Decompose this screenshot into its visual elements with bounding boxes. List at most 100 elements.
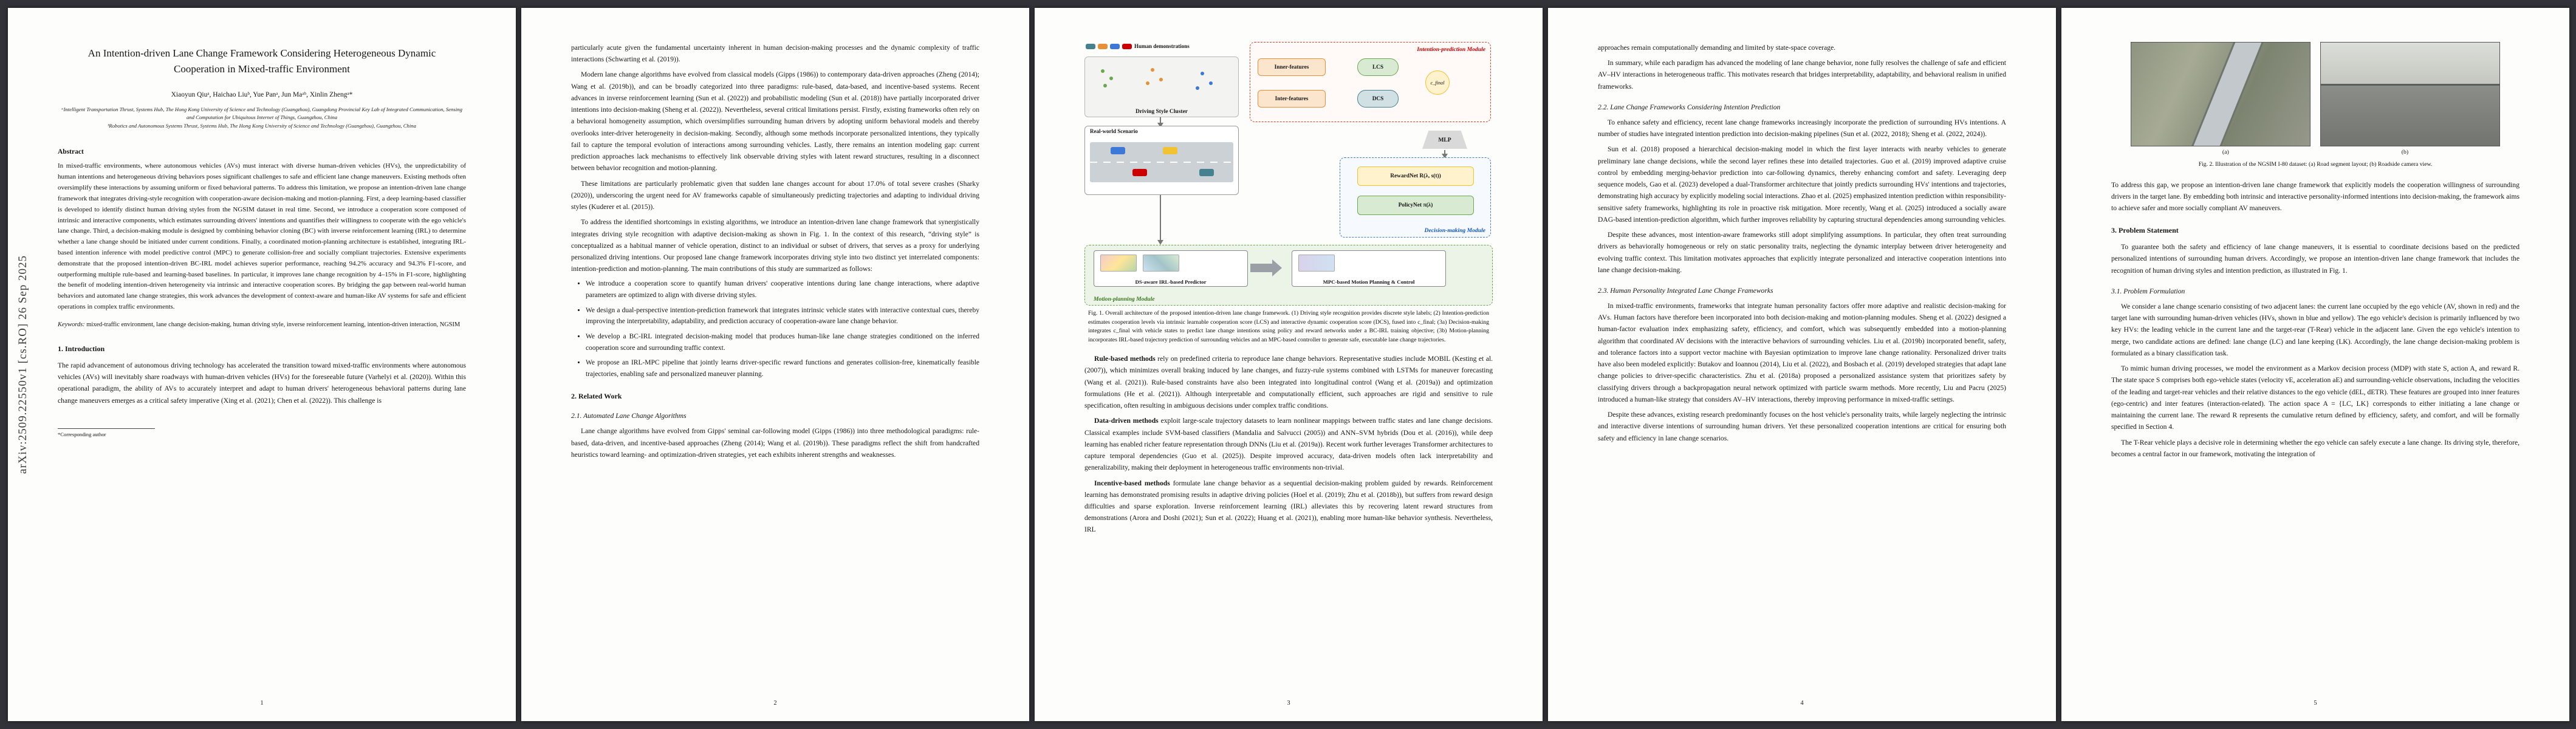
intention-prediction-module: Intention-prediction Module Inner-featur… (1250, 42, 1491, 122)
page-3: Human demonstrations Driving Style Clust… (1035, 8, 1543, 721)
figure-2a-label: (a) (2222, 149, 2229, 156)
mini-heatmap (1100, 255, 1137, 272)
car-icon (1110, 43, 1120, 49)
paragraph: To address this gap, we propose an inten… (2111, 180, 2519, 213)
paragraph: To address the identified shortcomings i… (571, 218, 979, 273)
section-2-2-heading: 2.2. Lane Change Frameworks Considering … (1598, 103, 1781, 111)
figure-2-images (2111, 42, 2519, 146)
page-number-2: 2 (773, 700, 777, 707)
motion-module-label: Motion-planning Module (1094, 296, 1155, 303)
lcs-box: LCS (1357, 58, 1399, 76)
figure-2b-camera-view-image (2320, 42, 2500, 146)
page-5: (a) (b) Fig. 2. Illustration of the NGSI… (2061, 8, 2569, 721)
figure-2-caption: Fig. 2. Illustration of the NGSIM I-80 d… (2198, 161, 2433, 168)
ego-vehicle-icon (1132, 169, 1147, 176)
lead-vehicle-icon (1199, 169, 1214, 176)
human-demonstrations-label: Human demonstrations (1134, 43, 1190, 49)
car-icon (1122, 43, 1132, 49)
human-demonstrations-row: Human demonstrations (1086, 43, 1190, 49)
scatter-dot (1101, 69, 1105, 73)
scatter-dot (1103, 84, 1107, 87)
paragraph: To mimic human driving processes, we mod… (2111, 364, 2519, 431)
figure-2b-label: (b) (2401, 149, 2409, 156)
rewardnet-box: RewardNet R(λ, s(t)) (1357, 166, 1474, 186)
affiliation-b: ᵇRobotics and Autonomous Systems Thrust,… (108, 122, 416, 129)
paragraph: The T-Rear vehicle plays a decisive role… (2111, 438, 2519, 458)
irl-predictor-box: DS-aware IRL-based Predictor (1094, 250, 1248, 287)
mini-heatmap (1143, 255, 1179, 272)
contributions-list: We introduce a cooperation score to quan… (586, 278, 979, 380)
paragraph: Sun et al. (2018) proposed a hierarchica… (1598, 145, 2006, 224)
abstract-text: In mixed-traffic environments, where aut… (58, 162, 467, 311)
paragraph: approaches remain computationally demand… (1598, 44, 1836, 52)
rule-based-text: rely on predefined criteria to reproduce… (1084, 355, 1493, 410)
page-2: particularly acute given the fundamental… (521, 8, 1029, 721)
affiliation-a: ᵃIntelligent Transportation Thrust, Syst… (61, 106, 462, 121)
flow-arrow (1160, 117, 1161, 125)
flow-arrow-head (1157, 240, 1163, 245)
keywords-text: mixed-traffic environment, lane change d… (86, 321, 461, 328)
paragraph: Incentive-based methods formulate lane c… (1084, 477, 1493, 536)
section-2-1-heading: 2.1. Automated Lane Change Algorithms (571, 412, 687, 420)
road-band (2177, 43, 2274, 146)
decision-module-label: Decision-making Module (1424, 227, 1485, 234)
section-2-heading: 2. Related Work (571, 392, 622, 401)
lane-marking (1090, 162, 1233, 163)
pipeline-arrow (1250, 259, 1282, 276)
car-icon (1086, 43, 1095, 49)
scatter-dot (1151, 68, 1154, 72)
incentive-based-text: formulate lane change behavior as a sequ… (1084, 479, 1493, 534)
flow-arrow (1444, 150, 1445, 155)
contribution-item: We develop a BC-IRL integrated decision-… (586, 331, 979, 354)
paragraph: In summary, while each paradigm has adva… (1598, 59, 2006, 91)
decision-making-module: RewardNet R(λ, s(t)) PolicyNet π(λ) Deci… (1340, 157, 1491, 238)
paragraph: Data-driven methods exploit large-scale … (1084, 415, 1493, 473)
page-4: approaches remain computationally demand… (1548, 8, 2056, 721)
paragraph: These limitations are particularly probl… (571, 179, 979, 211)
contribution-item: We introduce a cooperation score to quan… (586, 278, 979, 301)
data-driven-lead: Data-driven methods (1094, 417, 1159, 425)
keywords-line: Keywords: mixed-traffic environment, lan… (58, 320, 466, 330)
intro-paragraph: The rapid advancement of autonomous driv… (58, 361, 466, 405)
roadway (2321, 86, 2499, 146)
contribution-item: We propose an IRL-MPC pipeline that join… (586, 357, 979, 380)
flow-arrow-head (1157, 123, 1163, 128)
page-number-1: 1 (260, 700, 264, 707)
figure-1-caption: Fig. 1. Overall architecture of the prop… (1088, 310, 1489, 343)
hv-vehicle-icon (1163, 147, 1177, 154)
mini-trajectory-plot (1298, 255, 1335, 272)
paragraph: Lane change algorithms have evolved from… (571, 427, 979, 459)
flow-arrow-head (1442, 154, 1448, 159)
paragraph: We consider a lane change scenario consi… (2111, 302, 2519, 357)
page-number-5: 5 (2314, 700, 2317, 707)
paper-title: An Intention-driven Lane Change Framewor… (87, 47, 436, 75)
paragraph: Despite these advances, most intention-a… (1598, 231, 2006, 274)
figure-1-architecture-diagram: Human demonstrations Driving Style Clust… (1084, 42, 1493, 306)
policynet-box: PolicyNet π(λ) (1357, 196, 1474, 215)
inter-features-box: Inter-features (1258, 90, 1326, 108)
abstract-heading: Abstract (58, 148, 84, 156)
page-number-4: 4 (1800, 700, 1804, 707)
keywords-label: Keywords: (58, 321, 85, 328)
mpc-label: MPC-based Motion Planning & Control (1323, 279, 1415, 285)
scatter-dot (1146, 81, 1149, 85)
author-list: Xiaoyun Qiuᵃ, Haichao Liuᵇ, Yue Panᵃ, Ju… (171, 91, 353, 98)
hv-vehicle-icon (1111, 147, 1125, 154)
scatter-dot (1109, 77, 1113, 80)
mlp-block: MLP (1422, 131, 1467, 149)
flow-arrow (1160, 195, 1161, 240)
page-1: arXiv:2509.22550v1 [cs.RO] 26 Sep 2025 A… (8, 8, 516, 721)
section-3-heading: 3. Problem Statement (2111, 226, 2179, 235)
paragraph: To guarantee both the safety and efficie… (2111, 243, 2519, 275)
contribution-item: We design a dual-perspective intention-p… (586, 305, 979, 327)
paragraph: To enhance safety and efficiency, recent… (1598, 118, 2006, 139)
figure-2a-road-segment-image (2131, 42, 2311, 146)
scatter-dot (1159, 78, 1163, 81)
intention-module-label: Intention-prediction Module (1417, 46, 1485, 53)
section-1-heading: 1. Introduction (58, 344, 105, 353)
mpc-box: MPC-based Motion Planning & Control (1292, 250, 1446, 287)
paragraph: Rule-based methods rely on predefined cr… (1084, 353, 1493, 411)
car-icon (1098, 43, 1108, 49)
footnote-rule (58, 428, 155, 429)
irl-predictor-label: DS-aware IRL-based Predictor (1135, 279, 1207, 285)
